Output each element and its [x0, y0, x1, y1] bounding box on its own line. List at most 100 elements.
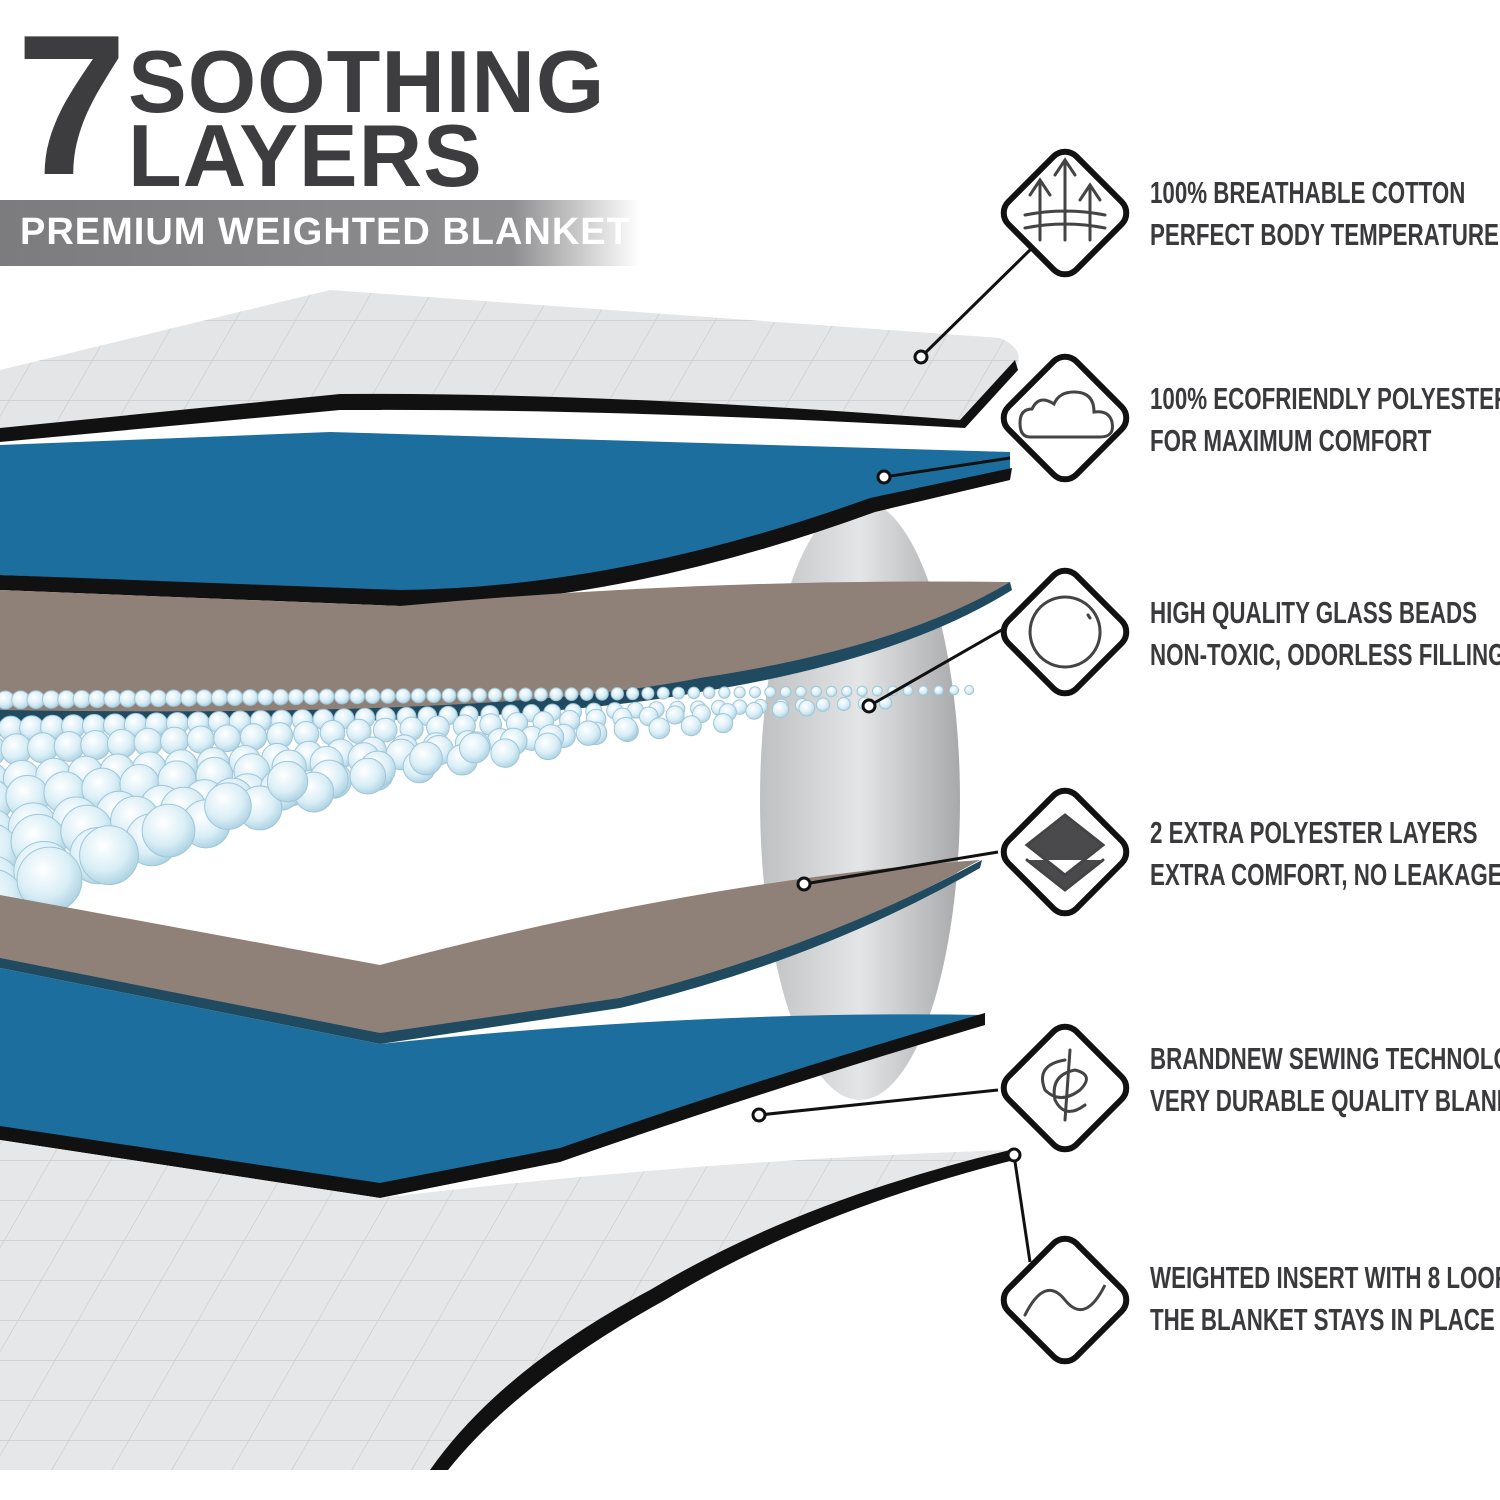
glass-bead	[380, 688, 396, 704]
glass-bead	[88, 689, 107, 709]
glass-bead	[149, 689, 168, 708]
glass-bead	[141, 803, 196, 858]
glass-bead	[409, 741, 443, 776]
glass-bead	[503, 687, 518, 702]
glass-bead	[372, 717, 398, 743]
glass-bead	[564, 687, 579, 702]
glass-bead	[648, 717, 671, 740]
glass-bead	[595, 687, 609, 701]
icon-glyph	[1041, 1048, 1088, 1122]
icon-glyph	[1018, 390, 1114, 439]
glass-bead	[487, 687, 503, 703]
glass-bead	[825, 685, 838, 698]
feature-line2: FOR MAXIMUM COMFORT	[1150, 423, 1432, 458]
feature-line2: EXTRA COMFORT, NO LEAKAGE	[1150, 857, 1500, 892]
glass-bead	[518, 687, 533, 702]
feature-line1: 2 EXTRA POLYESTER LAYERS	[1150, 815, 1478, 850]
glass-bead	[164, 689, 183, 707]
glass-bead	[795, 686, 807, 698]
breathable-arrows-icon	[1000, 148, 1130, 278]
layers-icon	[1000, 787, 1130, 917]
glass-bead	[426, 688, 442, 704]
glass-bead	[195, 689, 213, 707]
glass-bead	[72, 690, 91, 709]
glass-bead	[656, 686, 670, 700]
glass-bead	[718, 686, 731, 699]
glass-bead	[349, 757, 387, 795]
glass-bead	[106, 728, 137, 759]
glass-bead	[964, 685, 975, 696]
glass-bead	[0, 733, 33, 765]
icon-diamond-frame	[1000, 353, 1130, 483]
feature-line2: NON-TOXIC, ODORLESS FILLING	[1150, 637, 1500, 672]
glass-bead	[364, 688, 381, 704]
leader-dot	[861, 698, 877, 714]
glass-bead	[103, 689, 122, 708]
glass-bead	[779, 686, 792, 698]
glass-bead	[680, 715, 702, 737]
feature-line1: WEIGHTED INSERT WITH 8 LOOPS	[1150, 1260, 1500, 1295]
glass-bead	[303, 688, 320, 705]
glass-bead	[226, 689, 244, 707]
feature-line1: 100% BREATHABLE COTTON	[1150, 175, 1466, 210]
layer-top-cotton	[0, 290, 1019, 442]
glass-bead	[80, 729, 111, 761]
glass-bead	[441, 687, 457, 703]
glass-bead	[456, 687, 472, 703]
glass-bead	[575, 720, 602, 746]
feature-line2: THE BLANKET STAYS IN PLACE	[1150, 1302, 1495, 1337]
feature-breathable: 100% BREATHABLE COTTON PERFECT BODY TEMPE…	[1150, 172, 1499, 256]
layer-count: 7	[16, 0, 127, 217]
leader-dot	[1006, 1147, 1022, 1163]
layer-polyester-lower	[0, 968, 985, 1198]
layer-bottom-cotton	[0, 1140, 1014, 1470]
glass-bead	[672, 686, 685, 700]
glass-bead	[948, 685, 960, 696]
infinity-loop-icon	[1000, 1235, 1130, 1365]
glass-bead	[641, 686, 655, 700]
feature-line1: 100% ECOFRIENDLY POLYESTER	[1150, 381, 1500, 416]
glass-bead	[257, 689, 274, 706]
glass-bead	[687, 686, 701, 700]
sewing-needle-icon	[1000, 1023, 1130, 1153]
glass-bead	[349, 688, 366, 705]
title-line-2: LAYERS	[128, 106, 483, 205]
feature-loops: WEIGHTED INSERT WITH 8 LOOPS THE BLANKET …	[1150, 1257, 1500, 1341]
glass-bead	[272, 688, 289, 706]
glass-bead	[333, 688, 350, 705]
glass-bead	[810, 685, 822, 698]
glass-bead	[764, 686, 777, 699]
leader-lines	[751, 246, 1034, 1263]
title-line-1: SOOTHING	[128, 32, 606, 131]
glass-bead	[748, 686, 762, 699]
glass-bead	[745, 702, 764, 720]
glass-bead	[459, 732, 490, 764]
leader-dot	[751, 1107, 767, 1123]
glass-beads-layer	[0, 685, 975, 939]
glass-bead	[665, 705, 685, 725]
glass-bead-icon	[1000, 567, 1130, 697]
subtitle-banner: PREMIUM WEIGHTED BLANKET	[0, 200, 640, 266]
feature-icons	[1000, 148, 1130, 1365]
icon-diamond-frame	[1000, 1023, 1130, 1153]
glass-bead	[472, 687, 487, 703]
icon-glyph	[1024, 813, 1106, 892]
feature-line2: PERFECT BODY TEMPERATURE	[1150, 217, 1499, 252]
glass-bead	[815, 697, 831, 712]
glass-bead	[134, 689, 152, 708]
icon-glyph	[1023, 157, 1107, 242]
glass-bead	[933, 685, 944, 696]
glass-bead	[490, 738, 520, 768]
glass-bead	[771, 700, 790, 719]
glass-bead	[798, 699, 816, 717]
icon-diamond-frame	[1000, 567, 1130, 697]
glass-bead	[549, 687, 564, 702]
glass-bead	[534, 732, 562, 761]
glass-bead	[918, 685, 929, 696]
glass-bead	[395, 688, 411, 704]
glass-bead	[318, 688, 335, 705]
glass-bead	[856, 685, 868, 697]
glass-bead	[204, 782, 252, 830]
glass-bead	[733, 686, 746, 699]
layer-polyester-brown-upper	[0, 581, 1012, 724]
